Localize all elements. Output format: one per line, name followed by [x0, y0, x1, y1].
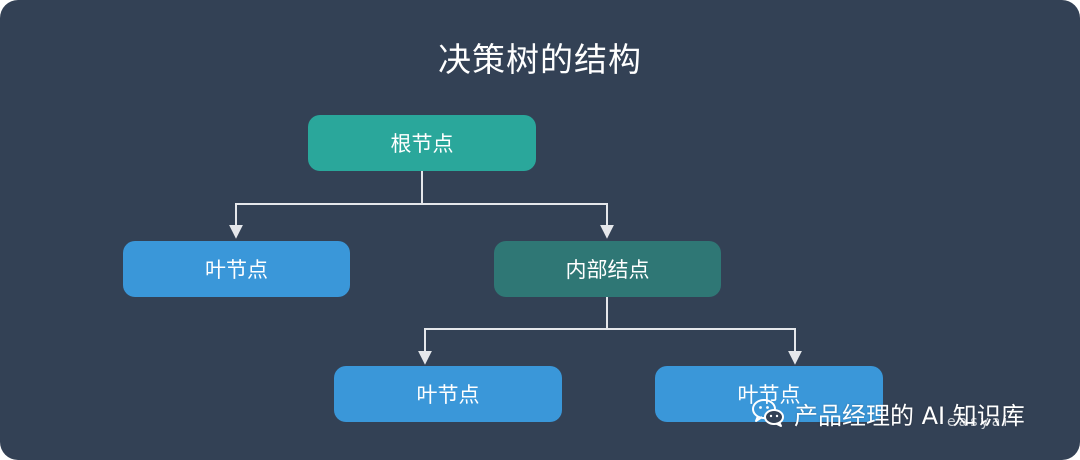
- root-node: 根节点: [308, 115, 536, 171]
- diagram-title: 决策树的结构: [438, 40, 642, 79]
- leaf-node-left: 叶节点: [123, 241, 350, 297]
- watermark: 产品经理的 AI 知识库: [750, 392, 1025, 434]
- connector-root-to-internal: [422, 203, 614, 239]
- watermark-handle: easyai: [947, 414, 1011, 430]
- connector-internal-to-leaf-left: [418, 297, 608, 365]
- wechat-icon: [752, 399, 784, 427]
- leaf-node-bottom-left: 叶节点: [334, 366, 562, 422]
- connector-root-to-leaf: [229, 171, 423, 239]
- internal-node: 内部结点: [494, 241, 721, 297]
- watermark-text: 产品经理的 AI 知识库: [794, 401, 1025, 430]
- connector-internal-to-leaf-right: [607, 328, 802, 365]
